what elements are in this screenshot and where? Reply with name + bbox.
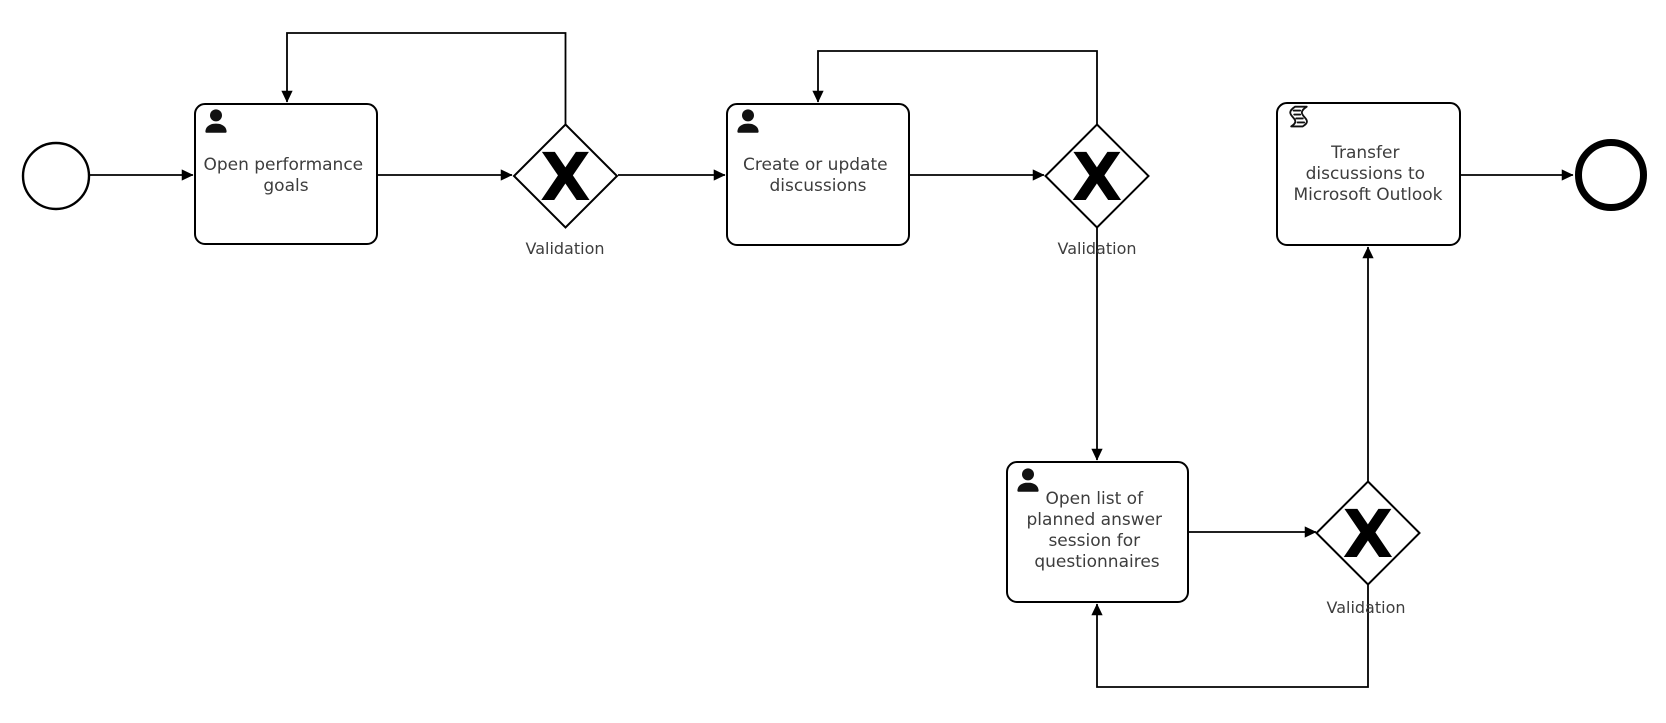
exclusive-gateway-x-marker: X	[540, 139, 591, 216]
task-label: Open performance goals	[203, 155, 368, 196]
task-label: Open list of planned answer session for …	[1027, 489, 1168, 572]
sequence-flow-gateway3-loop-to-task3[interactable]	[1091, 583, 1369, 688]
gateway-3-label: Validation	[1326, 598, 1405, 617]
task-label: Create or update discussions	[743, 155, 893, 196]
gateway-validation-3[interactable]: X	[1315, 480, 1421, 586]
sequence-flow-gateway2-loop-to-task2[interactable]	[812, 50, 1098, 125]
end-event[interactable]	[1575, 139, 1647, 211]
gateway-1-label: Validation	[525, 239, 604, 258]
task-label: Transfer discussions to Microsoft Outloo…	[1294, 143, 1443, 205]
gateway-2-label: Validation	[1057, 239, 1136, 258]
exclusive-gateway-x-marker: X	[1343, 496, 1394, 573]
start-event[interactable]	[21, 141, 91, 211]
task-open-performance-goals[interactable]: Open performance goals	[194, 103, 378, 245]
task-open-list-planned-answer-sessions[interactable]: Open list of planned answer session for …	[1006, 461, 1189, 603]
task-create-or-update-discussions[interactable]: Create or update discussions	[726, 103, 910, 246]
gateway-validation-2[interactable]: X	[1044, 123, 1150, 229]
gateway-validation-1[interactable]: X	[512, 123, 619, 229]
sequence-flow-gateway1-loop-to-task1[interactable]	[281, 32, 567, 125]
task-transfer-discussions-outlook[interactable]: Transfer discussions to Microsoft Outloo…	[1276, 102, 1461, 246]
exclusive-gateway-x-marker: X	[1072, 139, 1123, 216]
